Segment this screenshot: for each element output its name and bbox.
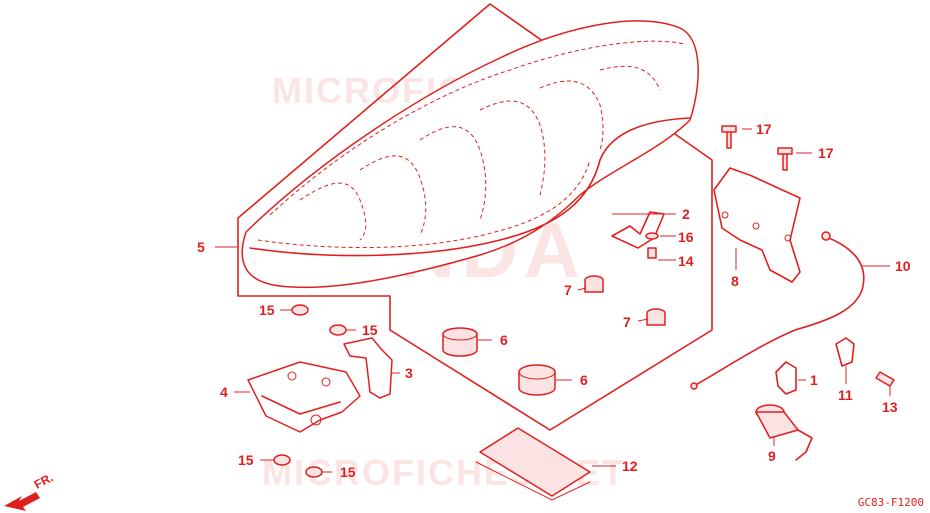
washer [645,232,659,240]
flange-nut-a [291,304,309,316]
callout-6-lower: 6 [580,372,588,388]
callout-17-lower: 17 [818,145,834,161]
callout-15-b: 15 [362,322,378,338]
bolt-upper [721,125,737,149]
callout-6-upper: 6 [500,332,508,348]
seat-drawing [241,20,699,289]
flange-nut-c [273,454,291,466]
flange-nut-b [329,324,347,336]
bracket-small [611,211,665,249]
callout-5: 5 [197,239,205,255]
cable-clip [775,361,797,395]
seat-lock-bracket [713,167,801,283]
callout-14: 14 [678,253,694,269]
collar-upper [584,275,604,293]
callout-17-upper: 17 [756,121,772,137]
callout-8: 8 [731,273,739,289]
front-direction-arrow [4,492,40,511]
callout-7-upper: 7 [564,282,572,298]
leader-lines [215,128,891,473]
seat-stay [343,337,393,399]
seat-lock-assembly [755,404,813,461]
bolt-small [647,247,657,259]
callout-15-a: 15 [259,302,275,318]
callout-15-d: 15 [340,464,356,480]
seat-group-outline [237,3,713,431]
callout-13: 13 [882,399,898,415]
rubber-cushion-upper [442,327,478,357]
tapping-screw [875,371,895,387]
rubber-cushion-lower [518,364,556,396]
collar-lower [646,308,666,326]
diagram-code: GC83-F1200 [857,496,924,509]
owners-manual-pouch [479,427,591,497]
seat-lock-cable [693,235,865,387]
callout-4: 4 [220,384,228,400]
flange-nut-d [305,466,323,478]
callout-1: 1 [810,372,818,388]
bolt-lower [777,147,793,171]
callout-16: 16 [678,229,694,245]
callout-3: 3 [405,365,413,381]
cable-clamp [835,337,855,367]
callout-9: 9 [768,448,776,464]
callout-11: 11 [838,387,853,403]
callout-15-c: 15 [238,452,254,468]
callout-7-lower: 7 [623,314,631,330]
callout-12: 12 [622,458,638,474]
callout-2: 2 [682,206,690,222]
callout-10: 10 [895,258,911,274]
seat-hinge [247,361,361,433]
